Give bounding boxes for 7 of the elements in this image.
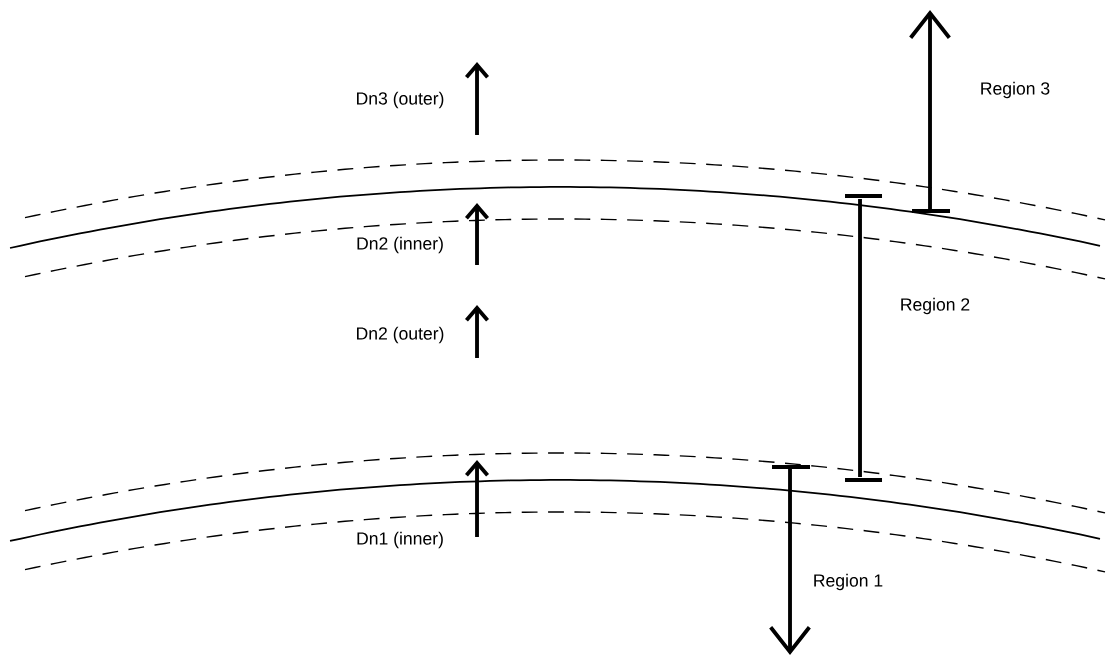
region-label: Region 1 <box>814 573 883 591</box>
region-label: Region 2 <box>901 297 970 315</box>
layer-label: Dn3 (outer) <box>357 91 444 109</box>
layer-label: Dn1 (inner) <box>357 531 443 549</box>
layer-label: Dn2 (outer) <box>357 326 444 344</box>
layer-label: Dn2 (inner) <box>357 236 443 254</box>
region-label: Region 3 <box>981 81 1050 99</box>
